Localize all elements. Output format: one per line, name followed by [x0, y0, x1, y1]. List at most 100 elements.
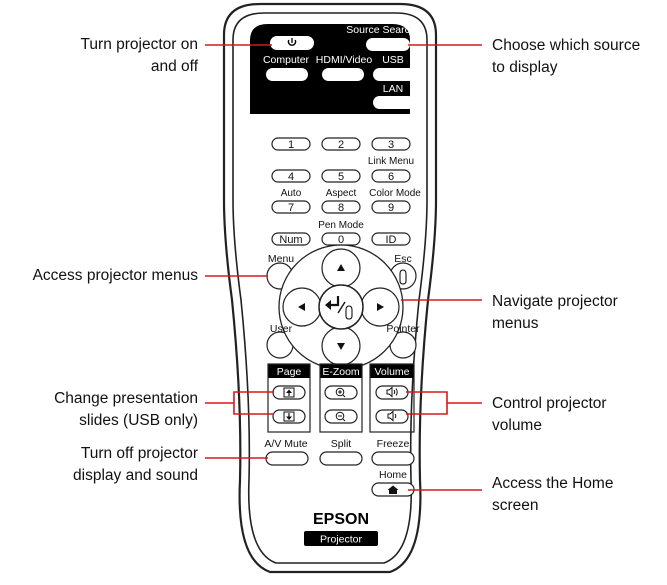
auto-label: Auto — [281, 188, 302, 199]
menu-label: Menu — [268, 253, 294, 265]
color-mode-label: Color Mode — [369, 188, 421, 199]
link-menu-label: Link Menu — [368, 156, 414, 167]
ezoom-label: E-Zoom — [322, 366, 360, 378]
hdmi-video-label: HDMI/Video — [316, 54, 373, 66]
key-1-text: 1 — [288, 139, 294, 151]
usb-label: USB — [382, 54, 404, 66]
user-label: User — [270, 323, 293, 335]
callout-mute: Turn off projector display and sound — [73, 443, 198, 487]
callout-slides: Change presentation slides (USB only) — [54, 388, 198, 432]
page-group-frame — [267, 363, 311, 433]
av-mute-label: A/V Mute — [264, 438, 307, 450]
volume-down-button[interactable] — [375, 409, 409, 424]
key-3-text: 3 — [388, 139, 394, 151]
av-mute-button[interactable] — [265, 451, 309, 466]
arrow-up-icon — [337, 264, 345, 271]
split-label: Split — [331, 438, 352, 450]
callout-power-line1: Turn projector on — [80, 36, 198, 53]
ezoom-header-bg — [320, 364, 362, 378]
navigation-cluster — [266, 244, 417, 370]
zoom-in-icon — [335, 387, 346, 398]
key-7-text: 7 — [288, 202, 294, 214]
callout-mute-line2: display and sound — [73, 467, 198, 484]
volume-down-icon — [387, 410, 397, 422]
callout-home-line2: screen — [492, 497, 539, 514]
callout-power-line2: and off — [150, 58, 198, 75]
page-label: Page — [277, 366, 302, 378]
key-0-text: 0 — [338, 234, 344, 246]
source-search-label: Source Search — [346, 24, 416, 36]
esc-label: Esc — [394, 253, 412, 265]
callout-home: Access the Home screen — [492, 473, 613, 517]
power-icon — [287, 38, 297, 46]
key-8[interactable] — [321, 200, 361, 214]
key-5[interactable] — [321, 169, 361, 183]
pointer-label: Pointer — [386, 323, 420, 335]
arrow-left-icon — [298, 303, 305, 311]
callout-source-line2: to display — [492, 59, 558, 76]
freeze-button[interactable] — [371, 451, 415, 466]
key-1[interactable] — [271, 137, 311, 151]
key-6[interactable] — [371, 169, 411, 183]
home-label: Home — [379, 469, 407, 481]
callout-navigate-line1: Navigate projector — [492, 293, 618, 310]
key-8-text: 8 — [338, 202, 344, 214]
ezoom-group-frame — [319, 363, 363, 433]
lan-button[interactable] — [373, 96, 415, 109]
source-search-button[interactable] — [366, 38, 410, 51]
callout-home-line1: Access the Home — [492, 475, 614, 492]
callout-volume-line2: volume — [492, 417, 542, 434]
home-icon — [387, 485, 399, 494]
computer-label: Computer — [263, 54, 310, 66]
page-header-bg — [268, 364, 310, 378]
split-button[interactable] — [319, 451, 363, 466]
lan-label: LAN — [383, 83, 403, 95]
volume-up-icon — [386, 386, 398, 398]
key-3[interactable] — [371, 137, 411, 151]
pen-mode-label: Pen Mode — [318, 220, 364, 231]
callout-navigate-line2: menus — [492, 315, 539, 332]
key-5-text: 5 — [338, 171, 344, 183]
key-4[interactable] — [271, 169, 311, 183]
key-id-text: ID — [386, 234, 397, 246]
key-6-text: 6 — [388, 171, 394, 183]
callout-menus-line1: Access projector menus — [32, 267, 198, 284]
freeze-label: Freeze — [377, 438, 410, 450]
key-2[interactable] — [321, 137, 361, 151]
callout-volume-line1: Control projector — [492, 395, 607, 412]
arrow-right-icon — [377, 303, 384, 311]
key-2-text: 2 — [338, 139, 344, 151]
key-9-text: 9 — [388, 202, 394, 214]
callout-slides-line1: Change presentation — [54, 390, 198, 407]
mouse-click-icon — [345, 305, 353, 320]
usb-button[interactable] — [373, 68, 415, 81]
callout-source-line1: Choose which source — [492, 37, 641, 54]
key-num[interactable] — [271, 232, 311, 246]
callout-navigate: Navigate projector menus — [492, 291, 618, 335]
callout-mute-line1: Turn off projector — [80, 445, 198, 462]
volume-label: Volume — [374, 366, 409, 378]
product-label: Projector — [320, 534, 363, 546]
key-7[interactable] — [271, 200, 311, 214]
page-down-icon — [283, 411, 295, 422]
brand-logo: EPSON — [313, 511, 369, 528]
key-4-text: 4 — [288, 171, 294, 183]
callout-lines — [205, 44, 482, 491]
callout-power: Turn projector on and off — [81, 34, 198, 78]
key-id[interactable] — [371, 232, 411, 246]
hdmi-video-button[interactable] — [322, 68, 364, 81]
callout-menus: Access projector menus — [33, 265, 198, 287]
esc-mouse-icon — [399, 269, 407, 285]
enter-icon — [325, 296, 346, 314]
volume-header-bg — [370, 364, 414, 378]
zoom-out-icon — [335, 411, 346, 422]
key-num-text: Num — [279, 234, 302, 246]
callout-slides-line2: slides (USB only) — [79, 412, 198, 429]
callout-source: Choose which source to display — [492, 35, 640, 79]
computer-button[interactable] — [266, 68, 308, 81]
arrow-down-icon — [337, 343, 345, 350]
page-up-icon — [283, 387, 295, 398]
key-9[interactable] — [371, 200, 411, 214]
callout-volume: Control projector volume — [492, 393, 607, 437]
group-headers — [267, 363, 415, 433]
